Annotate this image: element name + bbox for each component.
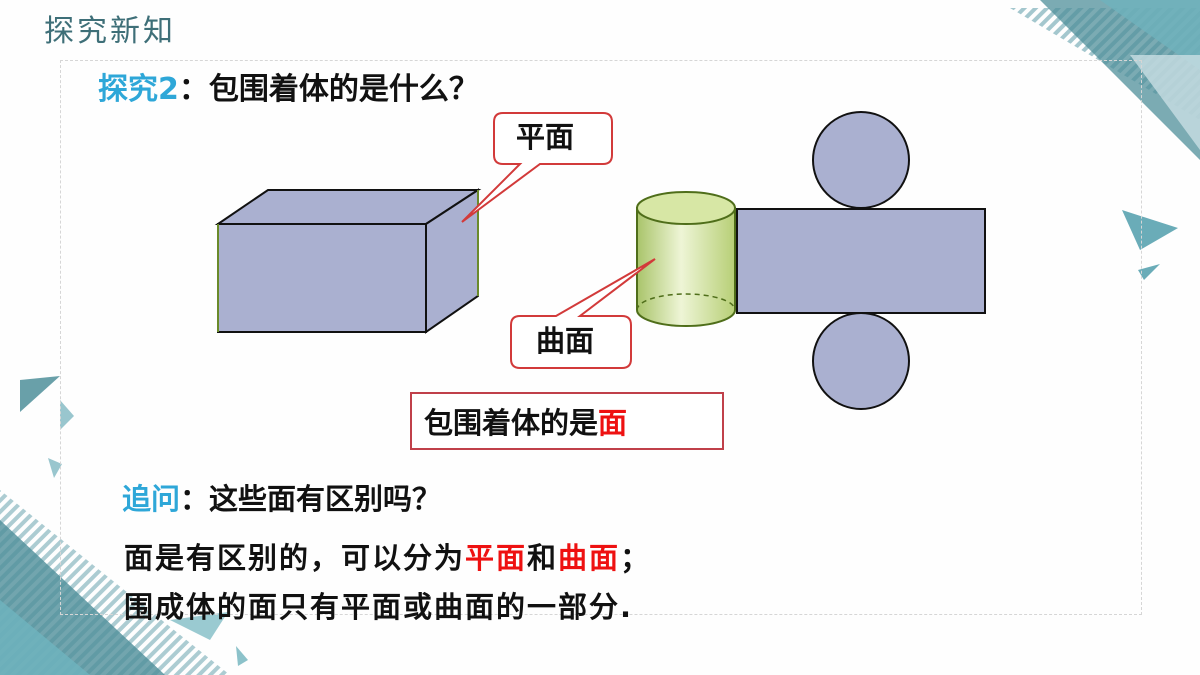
follow-up-separator: ： <box>180 482 210 516</box>
plane-callout-label: 平面 <box>516 120 575 154</box>
question-tag: 探究2 <box>98 72 179 107</box>
answer-line1-curved: 曲面 <box>558 541 621 575</box>
answer-line-2: 围成体的面只有平面或曲面的一部分. <box>124 590 634 624</box>
question-line: 探究2：包围着体的是什么？ <box>98 64 479 108</box>
answer-box-prefix: 包围着体的是 <box>424 406 599 440</box>
dashed-frame <box>60 60 1142 615</box>
question-separator: ： <box>178 72 209 107</box>
cuboid <box>214 188 482 334</box>
follow-up-tag: 追问 <box>122 482 181 516</box>
follow-up-text: 这些面有区别吗？ <box>209 482 442 516</box>
answer-line-1: 面是有区别的，可以分为平面和曲面； <box>124 535 651 577</box>
answer-box: 包围着体的是面 <box>410 392 724 450</box>
plane-callout-bubble <box>461 112 613 223</box>
follow-up-question: 追问：这些面有区别吗？ <box>122 476 441 518</box>
curved-callout-label: 曲面 <box>536 324 595 358</box>
curved-callout-bubble <box>510 258 656 369</box>
answer-line1-mid: 和 <box>527 541 559 575</box>
section-title: 探究新知 <box>44 14 176 49</box>
answer-line1-end: ； <box>620 541 652 575</box>
answer-line1-plane: 平面 <box>465 541 528 575</box>
question-text: 包围着体的是什么？ <box>208 72 479 107</box>
answer-line1-part1: 面是有区别的，可以分为 <box>124 541 466 575</box>
cylinder-net <box>736 111 986 410</box>
cylinder <box>636 191 736 327</box>
answer-box-highlight: 面 <box>598 406 628 440</box>
